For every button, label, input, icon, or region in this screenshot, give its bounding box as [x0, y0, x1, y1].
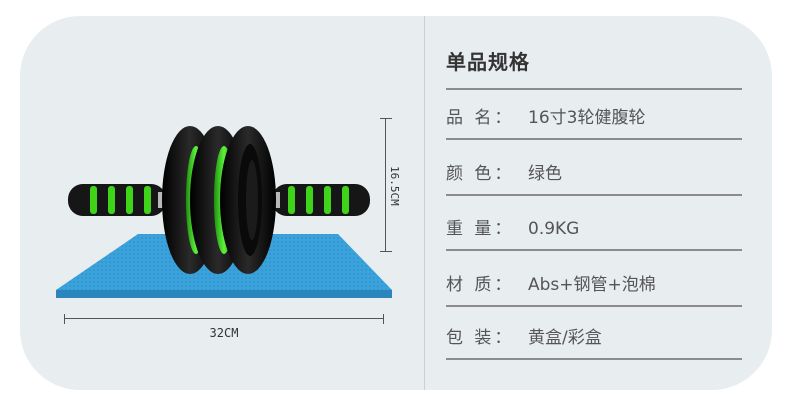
- spec-row-color: 颜 色： 绿色: [446, 154, 742, 196]
- spec-key: 颜 色：: [446, 164, 515, 184]
- spec-key: 包 装：: [446, 328, 515, 348]
- wheels: [162, 126, 276, 274]
- product-photo: 16.5CM 32CM: [20, 16, 424, 390]
- right-handle: [266, 184, 370, 216]
- spec-row-material: 材 质： Abs+钢管+泡棉: [446, 265, 742, 307]
- spec-key: 材 质：: [446, 275, 515, 295]
- spec-value: 黄盒/彩盒: [528, 328, 602, 348]
- height-dimension-line: [380, 118, 392, 252]
- width-dimension-line: [64, 314, 384, 324]
- height-dimension-label: 16.5CM: [388, 166, 401, 206]
- spec-row-name: 品 名： 16寸3轮健腹轮: [446, 98, 742, 140]
- spec-row-packaging: 包 装： 黄盒/彩盒: [446, 318, 742, 360]
- ab-wheel-illustration: [56, 126, 392, 298]
- spec-key: 重 量：: [446, 219, 515, 239]
- product-card: 16.5CM 32CM 单品规格 品 名： 16寸3轮健腹轮 颜 色： 绿色 重…: [20, 16, 772, 390]
- spec-value: 绿色: [528, 164, 562, 184]
- spec-title-divider: [446, 88, 742, 90]
- spec-title: 单品规格: [446, 50, 530, 74]
- spec-value: Abs+钢管+泡棉: [528, 275, 656, 295]
- left-handle: [68, 184, 172, 216]
- spec-row-weight: 重 量： 0.9KG: [446, 209, 742, 251]
- vertical-divider: [424, 16, 425, 390]
- spec-panel: 单品规格 品 名： 16寸3轮健腹轮 颜 色： 绿色 重 量： 0.9KG 材 …: [444, 16, 744, 390]
- spec-value: 16寸3轮健腹轮: [528, 108, 646, 128]
- spec-value: 0.9KG: [528, 219, 580, 239]
- width-dimension-label: 32CM: [209, 326, 239, 340]
- spec-key: 品 名：: [446, 108, 515, 128]
